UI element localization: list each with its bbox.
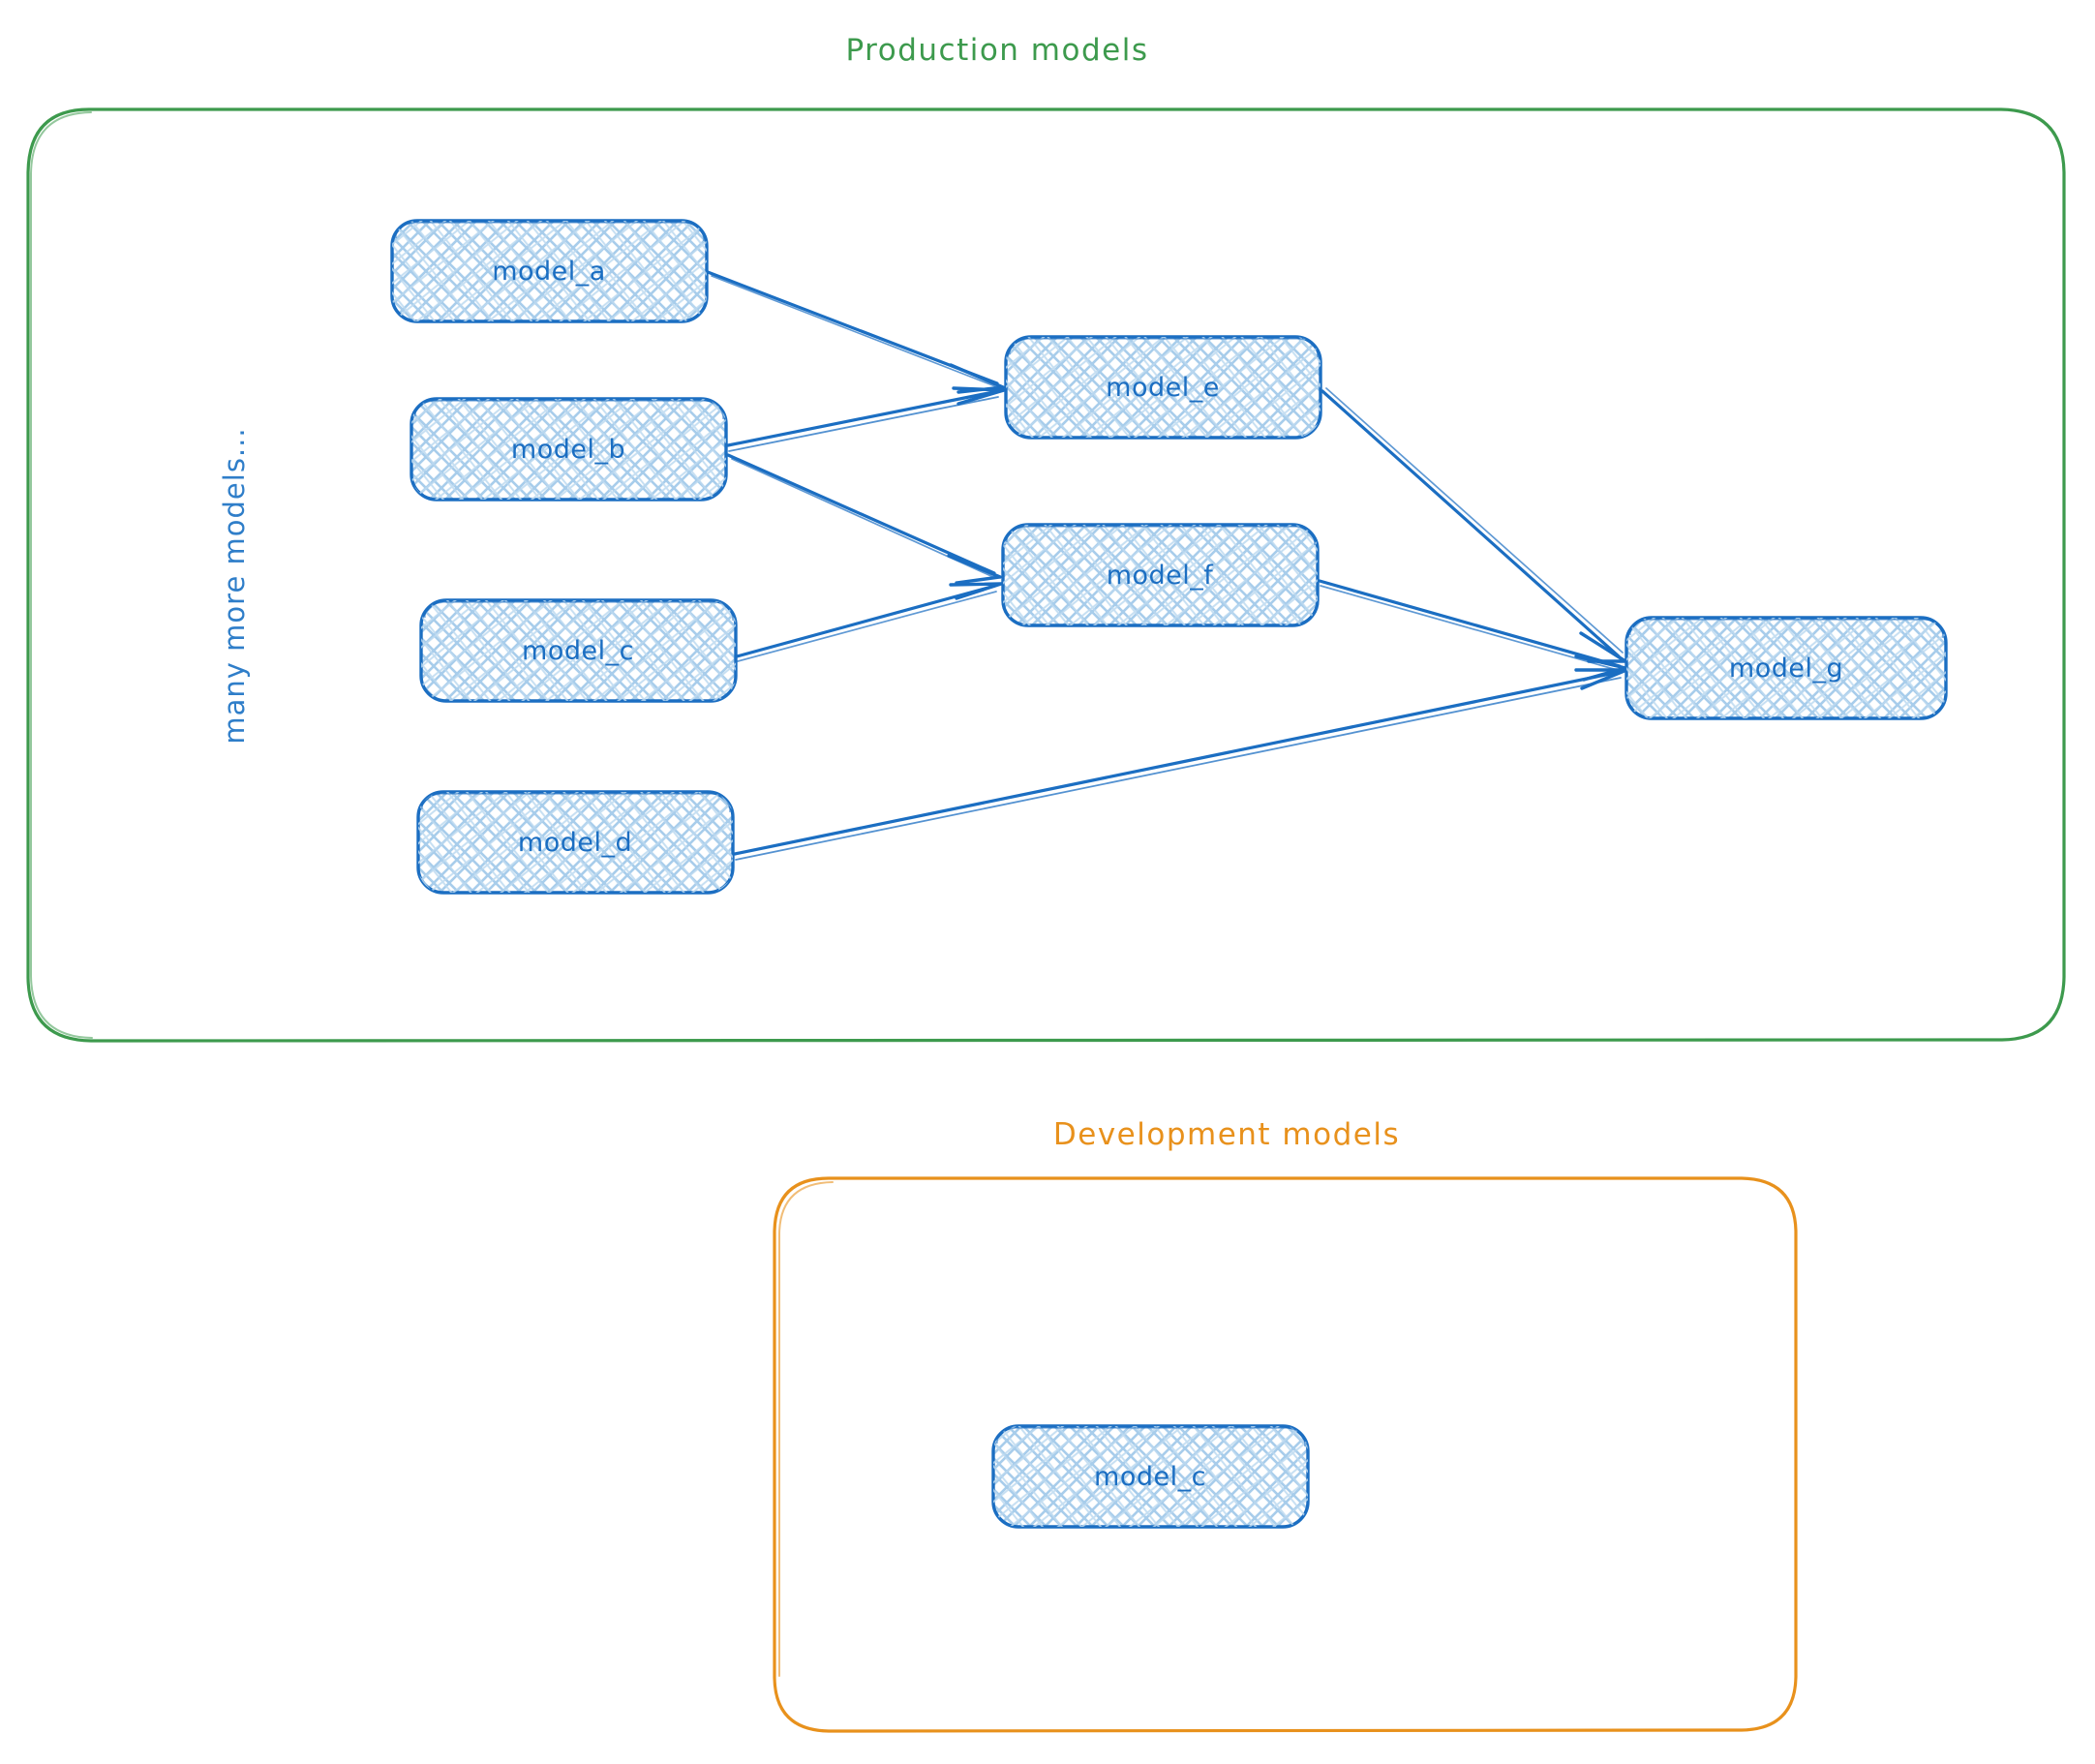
node-label: model_a (492, 257, 606, 287)
group-container-development (773, 1176, 1798, 1733)
node-model_g[interactable]: model_g (1624, 616, 1948, 720)
node-label: model_e (1106, 373, 1220, 403)
edge-model_e-model_g (1321, 387, 1627, 663)
node-label: model_c (1094, 1462, 1206, 1492)
edge-layer (706, 270, 1628, 861)
node-label: model_g (1729, 654, 1843, 684)
edge-model_c-model_f (735, 582, 1003, 662)
node-label: model_d (518, 828, 632, 858)
edge-model_a-model_e (706, 270, 1005, 394)
node-model_d[interactable]: model_d (416, 790, 735, 895)
group-container-production (26, 107, 2066, 1043)
edge-model_d-model_g (733, 668, 1628, 861)
edge-model_b-model_f (726, 453, 1002, 585)
node-layer: model_a model_b model_c model_d (390, 219, 1948, 1529)
node-model_c-dev[interactable]: model_c (991, 1424, 1310, 1529)
node-label: model_f (1107, 561, 1215, 591)
node-model_c[interactable]: model_c (419, 598, 738, 703)
node-model_a[interactable]: model_a (390, 219, 709, 323)
node-label: model_c (522, 636, 634, 666)
edge-model_b-model_e (726, 386, 1006, 452)
development-group-title: Development models (1053, 1117, 1400, 1152)
node-model_f[interactable]: model_f (1001, 523, 1320, 627)
production-group-title: Production models (846, 33, 1149, 68)
node-model_e[interactable]: model_e (1004, 335, 1322, 440)
node-model_b[interactable]: model_b (410, 397, 728, 502)
node-label: model_b (511, 435, 625, 465)
edge-model_f-model_g (1318, 579, 1627, 682)
many-more-models-note: many more models... (218, 427, 251, 744)
